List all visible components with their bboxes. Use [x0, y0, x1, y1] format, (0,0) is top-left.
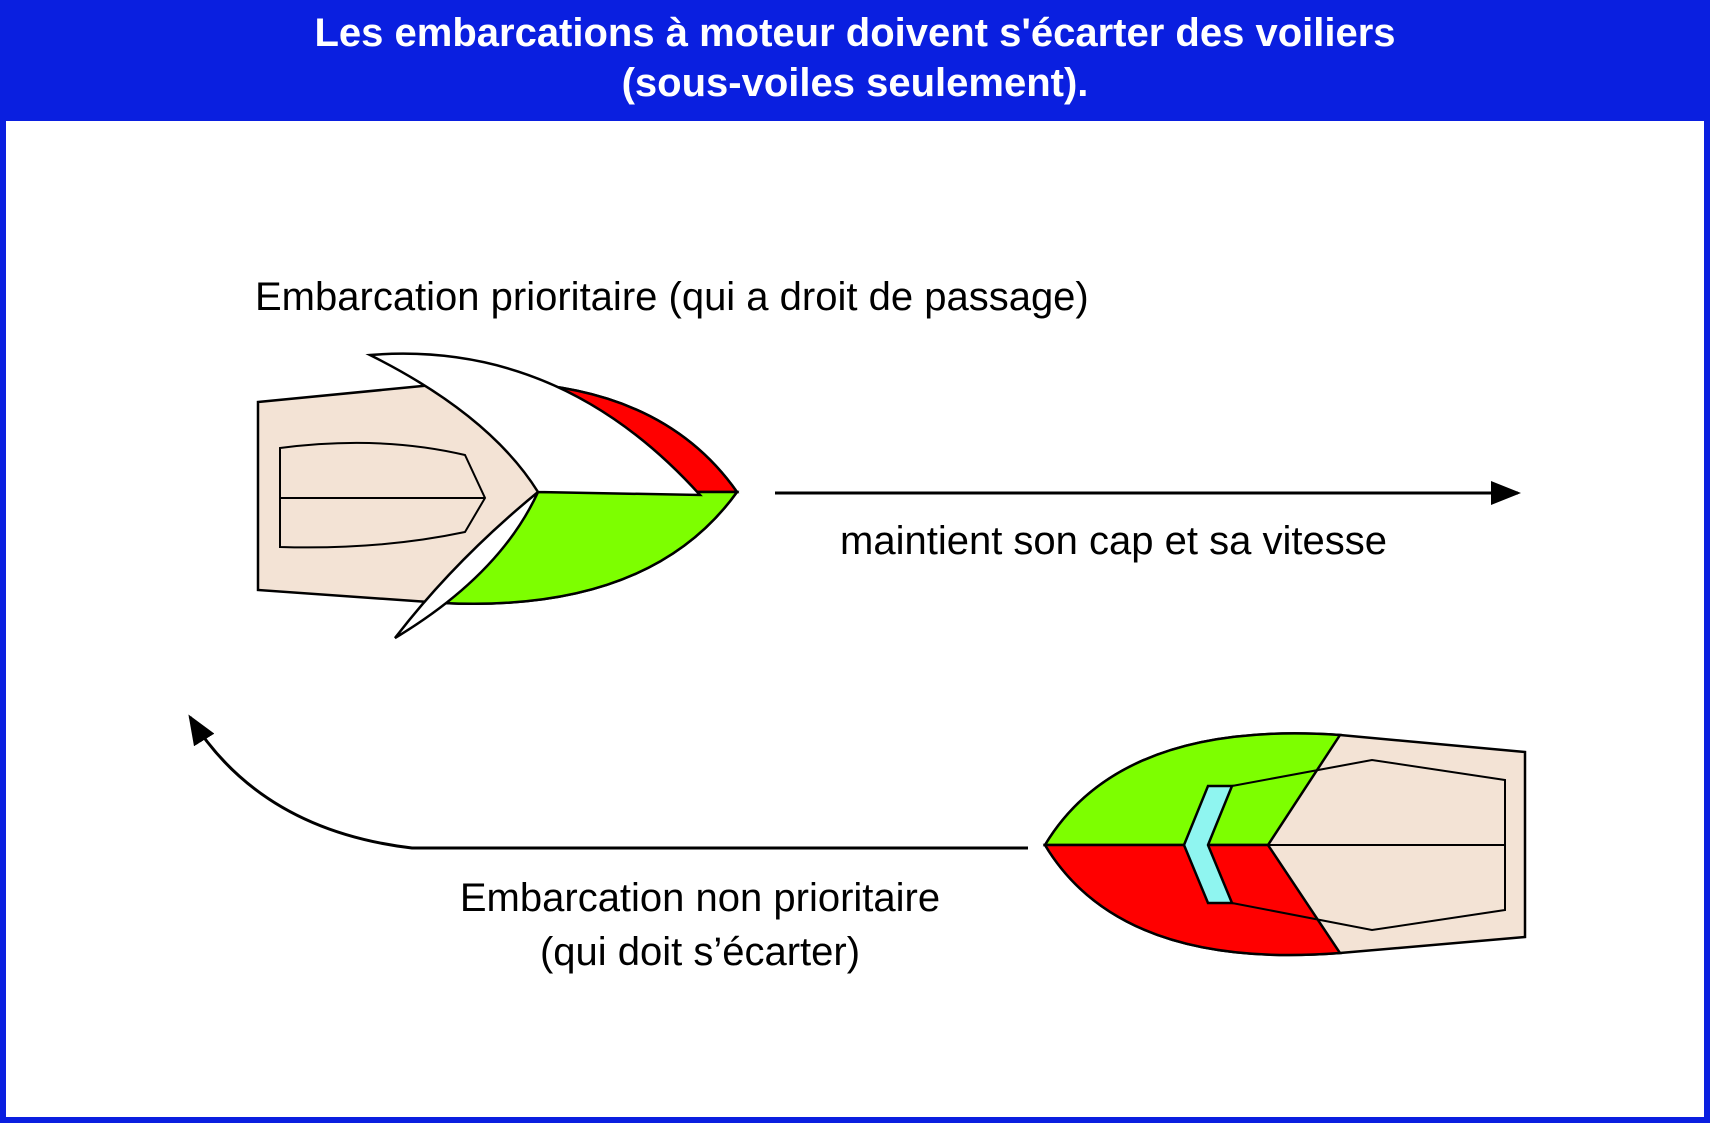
sailboat-icon [256, 352, 740, 640]
motorboat-icon [1042, 732, 1527, 957]
sailboat-mainsail [365, 352, 703, 497]
stand-on-vessel-label: Embarcation prioritaire (qui a droit de … [255, 275, 1089, 319]
motorboat-starboard-light [1042, 732, 1343, 847]
title-banner: Les embarcations à moteur doivent s'écar… [0, 0, 1710, 121]
give-way-vessel-label-line-1: Embarcation non prioritaire [460, 876, 940, 920]
sailboat-cockpit [279, 441, 487, 549]
title-line-2: (sous-voiles seulement). [621, 61, 1089, 105]
title-line-1: Les embarcations à moteur doivent s'écar… [314, 11, 1396, 55]
stand-on-action-label: maintient son cap et sa vitesse [840, 519, 1387, 563]
sailboat-jib [394, 491, 540, 640]
motorboat-port-light [1042, 843, 1343, 957]
give-way-course-arrow [188, 714, 1028, 850]
give-way-vessel-label-line-2: (qui doit s’écarter) [540, 930, 860, 974]
